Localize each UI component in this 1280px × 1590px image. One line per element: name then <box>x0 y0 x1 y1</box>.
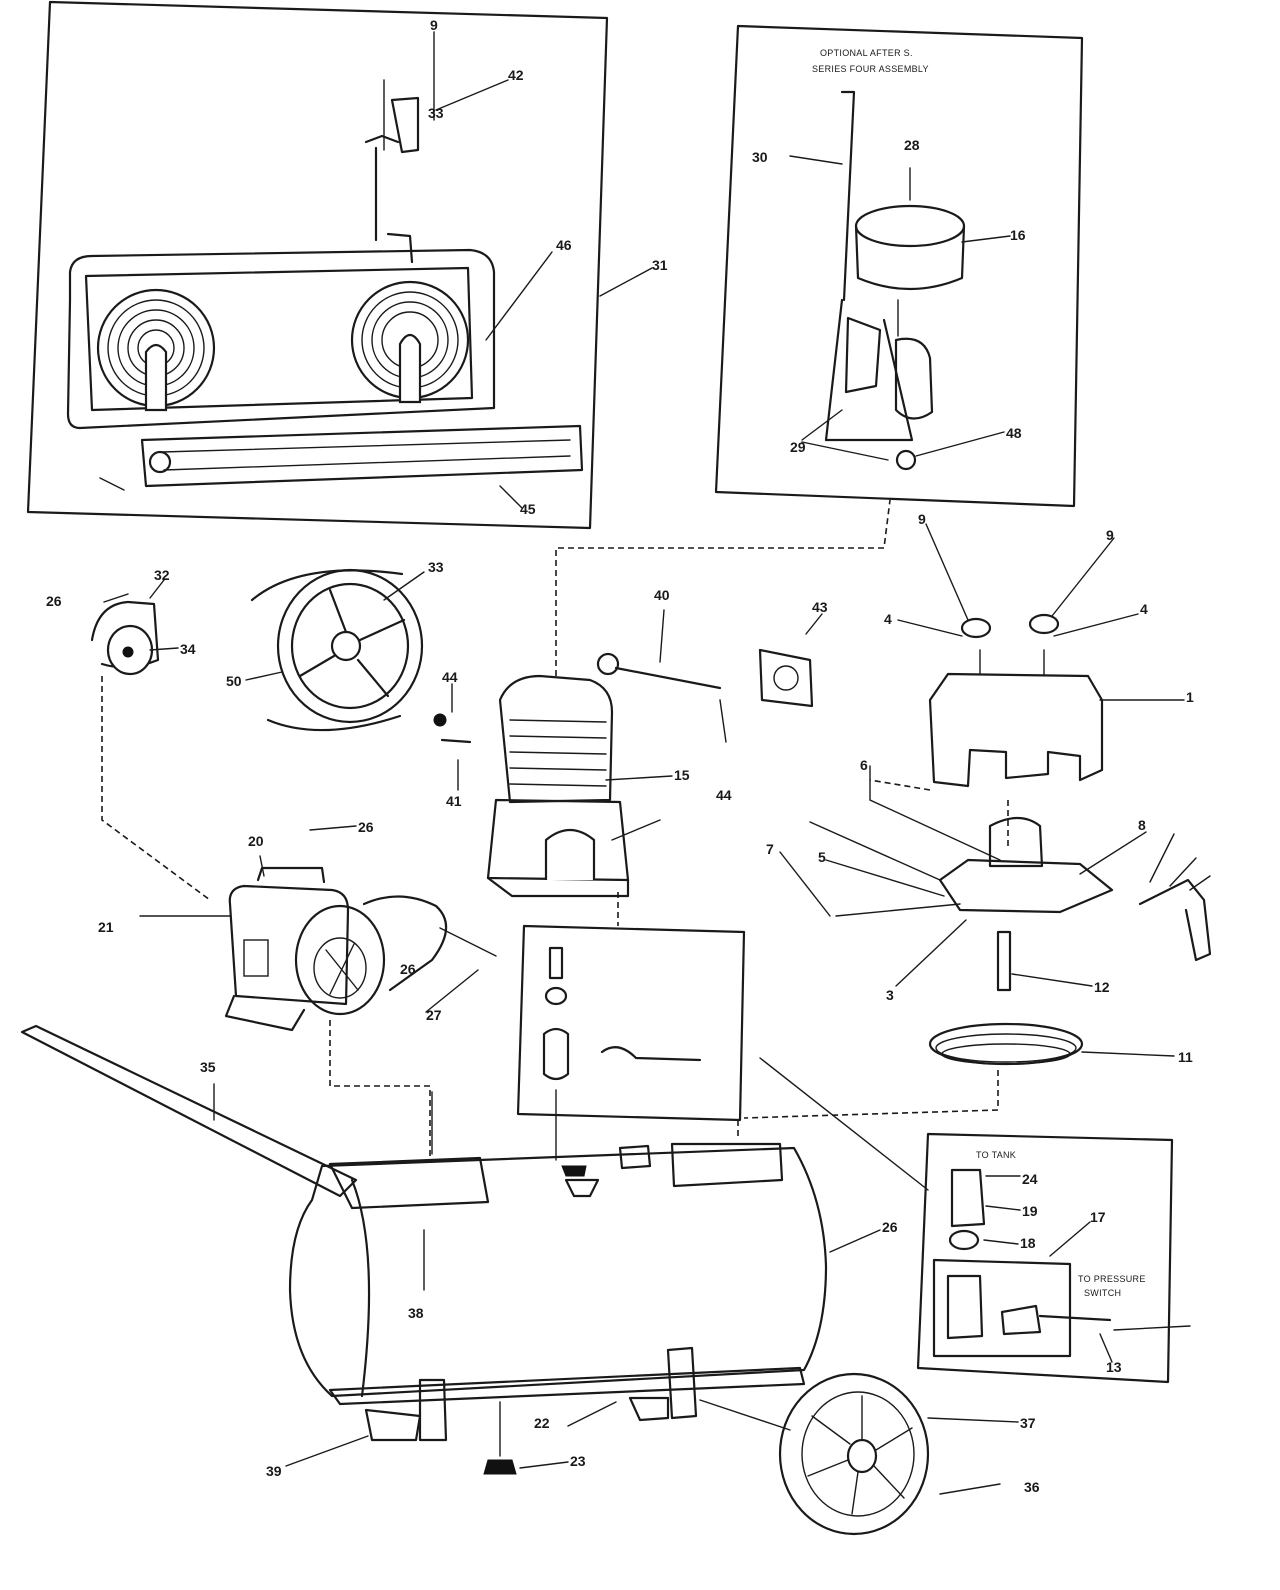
callout: 26 <box>400 961 416 977</box>
callout: 9 <box>918 511 926 527</box>
callout: 46 <box>556 237 572 253</box>
callout: 50 <box>226 673 242 689</box>
callout: 43 <box>812 599 828 615</box>
callout: 44 <box>716 787 732 803</box>
callout: 34 <box>180 641 196 657</box>
callout: 11 <box>1178 1049 1193 1065</box>
callout: 22 <box>534 1415 550 1431</box>
callout: 5 <box>818 849 826 865</box>
callout: 3 <box>886 987 894 1003</box>
inset-optional-assembly: OPTIONAL AFTER S. SERIES FOUR ASSEMBLY <box>714 24 1084 508</box>
motor-pulley <box>90 579 179 676</box>
callout: 15 <box>674 767 690 783</box>
compressor-pump <box>433 609 823 898</box>
callout: 26 <box>358 819 374 835</box>
callout: 27 <box>426 1007 442 1023</box>
callout: 32 <box>154 567 170 583</box>
inset-check-valve <box>516 924 746 1161</box>
callout: 21 <box>98 919 114 935</box>
wheel <box>699 1372 1019 1536</box>
callout: 30 <box>752 149 768 165</box>
assembly-lines <box>101 499 1009 1156</box>
callout: 8 <box>1138 817 1146 833</box>
callout: 33 <box>428 105 444 121</box>
callout: 18 <box>1020 1235 1036 1251</box>
callout: 16 <box>1010 227 1026 243</box>
callout: 24 <box>1022 1171 1038 1187</box>
callout: 37 <box>1020 1415 1036 1431</box>
callout: 7 <box>766 841 774 857</box>
inset-pressure-switch: TO TANK TO PRESSURE SWITCH <box>759 1057 1191 1384</box>
air-tank <box>20 1024 881 1475</box>
callout: 9 <box>430 17 438 33</box>
callout: 13 <box>1106 1359 1122 1375</box>
callout: 39 <box>266 1463 282 1479</box>
electric-motor <box>139 825 497 1032</box>
callout: 9 <box>1106 527 1114 543</box>
callout: 20 <box>248 833 264 849</box>
callout: 12 <box>1094 979 1110 995</box>
callout: 42 <box>508 67 524 83</box>
callout: 33 <box>428 559 444 575</box>
callout: 26 <box>46 593 62 609</box>
callout: 40 <box>654 587 670 603</box>
fan-grill-right <box>350 280 470 404</box>
callout: 4 <box>884 611 892 627</box>
optional-caption-2: SERIES FOUR ASSEMBLY <box>812 64 929 74</box>
callout: 35 <box>200 1059 216 1075</box>
callout: 45 <box>520 501 536 517</box>
inset-belt-guard <box>26 0 653 530</box>
callout: 19 <box>1022 1203 1038 1219</box>
callout: 36 <box>1024 1479 1040 1495</box>
callout-labels: 9 42 33 46 31 45 30 28 16 29 48 26 32 34… <box>46 17 1194 1495</box>
valve-caption: TO TANK <box>976 1150 1016 1160</box>
callout: 44 <box>442 669 458 685</box>
fan-grill-left <box>96 288 216 412</box>
switch-caption-2: SWITCH <box>1084 1288 1121 1298</box>
callout: 41 <box>446 793 462 809</box>
callout: 29 <box>790 439 806 455</box>
optional-caption-1: OPTIONAL AFTER S. <box>820 48 913 58</box>
switch-caption-1: TO PRESSURE <box>1078 1274 1146 1284</box>
cylinder-head <box>779 523 1212 1066</box>
flywheel <box>245 568 425 732</box>
callout: 23 <box>570 1453 586 1469</box>
callout: 17 <box>1090 1209 1106 1225</box>
callout: 28 <box>904 137 920 153</box>
callout: 48 <box>1006 425 1022 441</box>
callout: 31 <box>652 257 668 273</box>
callout: 26 <box>882 1219 898 1235</box>
callout: 1 <box>1186 689 1194 705</box>
callout: 38 <box>408 1305 424 1321</box>
callout: 6 <box>860 757 868 773</box>
callout: 4 <box>1140 601 1148 617</box>
